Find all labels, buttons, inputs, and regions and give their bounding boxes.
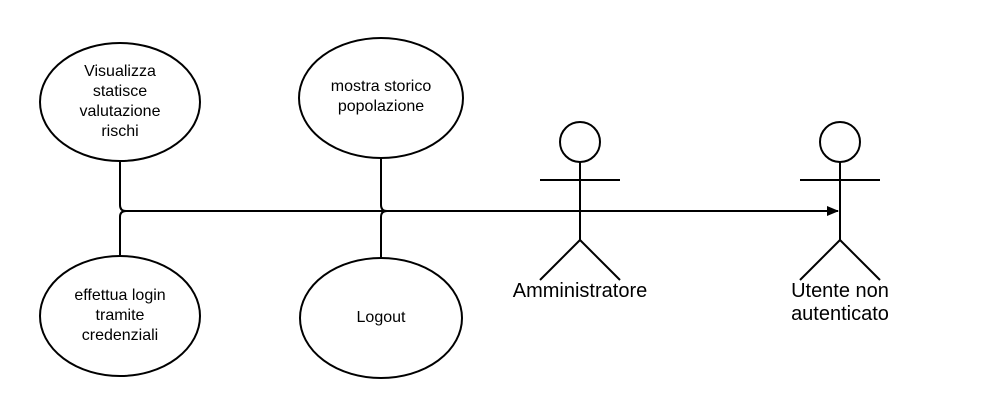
- connector-visualizza: [119, 161, 127, 212]
- connector-login: [119, 210, 127, 256]
- use-case-visualizza-label: Visualizza statisce valutazione rischi: [79, 63, 161, 140]
- actor-guest-leg-left: [799, 239, 841, 281]
- use-case-storico-label: mostra storico popolazione: [330, 78, 432, 115]
- connector-storico: [380, 158, 388, 212]
- connector-logout: [380, 210, 388, 258]
- actor-guest-leg-right: [839, 239, 881, 281]
- actor-admin-head: [559, 121, 601, 163]
- actor-admin-leg-right: [579, 239, 621, 281]
- actor-admin-leg-left: [539, 239, 581, 281]
- actor-guest-figure[interactable]: [799, 121, 881, 281]
- actor-guest-label: Utente non autenticato: [791, 280, 889, 325]
- actor-admin-figure[interactable]: [539, 121, 621, 281]
- actor-guest-head: [819, 121, 861, 163]
- use-case-login-label: effettua login tramite credenziali: [74, 287, 166, 344]
- actor-admin-label: Amministratore: [512, 280, 648, 302]
- use-case-logout-label: Logout: [356, 309, 406, 326]
